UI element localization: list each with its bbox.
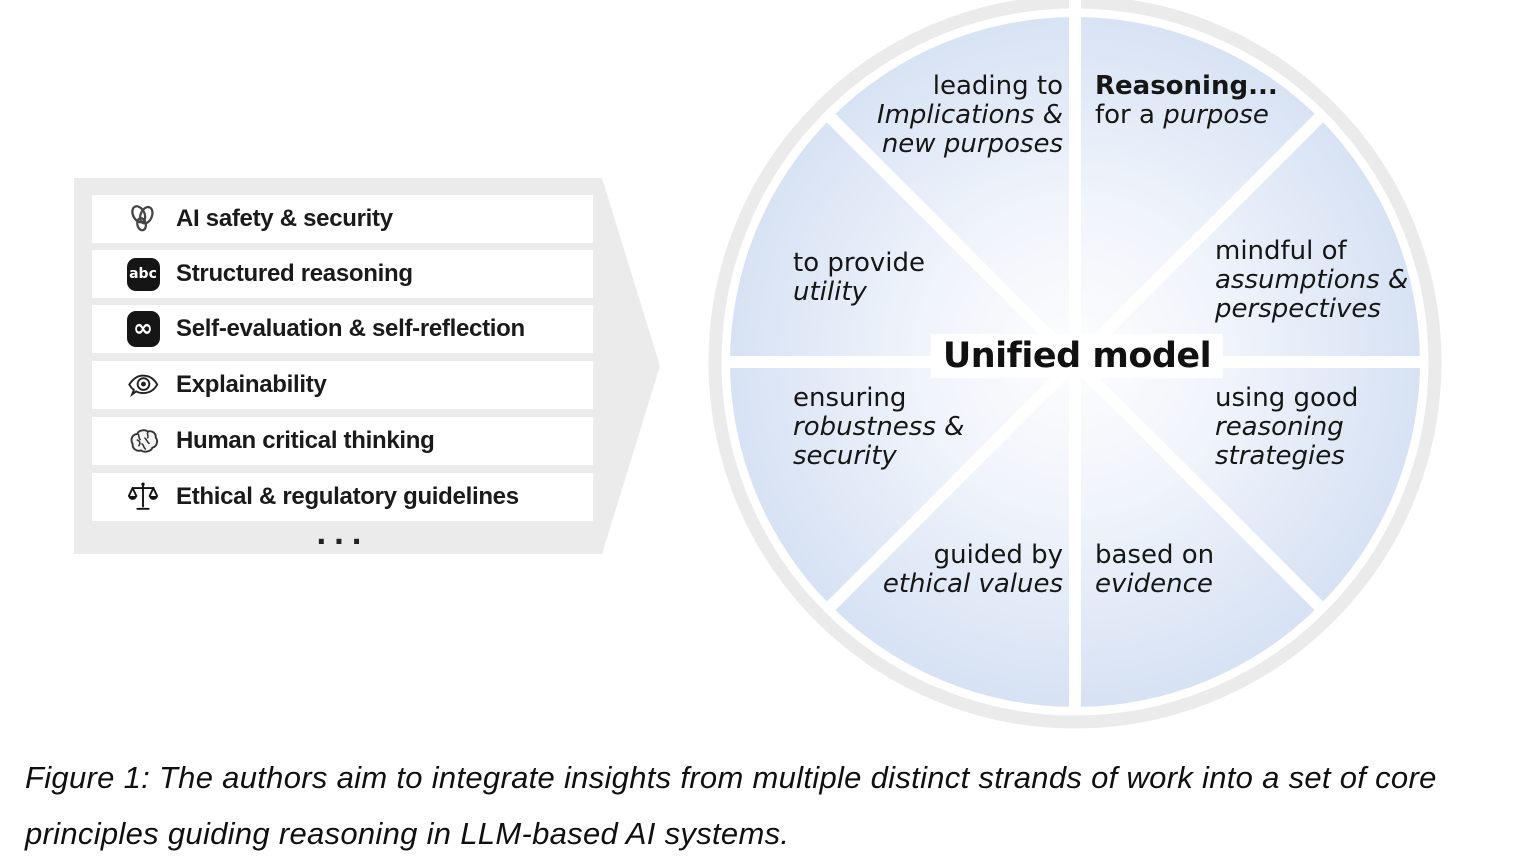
segment-line: new purposes bbox=[881, 129, 1063, 159]
segment-line: strategies bbox=[1215, 441, 1345, 471]
segment-using-good-strategies: using good reasoning strategies bbox=[1215, 384, 1358, 471]
list-item-ai-safety: AI safety & security bbox=[92, 195, 593, 243]
segment-line: ethical values bbox=[882, 569, 1063, 599]
list-item-label: Self-evaluation & self-reflection bbox=[176, 315, 525, 342]
scales-icon bbox=[126, 480, 160, 514]
segment-line: perspectives bbox=[1215, 294, 1381, 324]
segment-line: for a purpose bbox=[1095, 100, 1269, 130]
wheel-center-label: Unified model bbox=[930, 334, 1224, 378]
segment-line: Implications & bbox=[876, 100, 1063, 130]
list-item-label: Human critical thinking bbox=[176, 427, 435, 454]
segment-mindful-of: mindful of assumptions & perspectives bbox=[1215, 237, 1408, 324]
segment-leading-to: leading to Implications & new purposes bbox=[877, 72, 1063, 159]
segment-line: mindful of bbox=[1215, 236, 1347, 266]
segment-line: using good bbox=[1215, 383, 1359, 413]
list-item-label: Explainability bbox=[176, 371, 327, 398]
segment-line: robustness & bbox=[793, 412, 965, 442]
more-items-ellipsis: ... bbox=[316, 518, 369, 551]
segment-line: ensuring bbox=[793, 383, 907, 413]
chains-icon bbox=[126, 202, 160, 236]
segment-line: guided by bbox=[933, 540, 1063, 570]
list-item-ethical-guidelines: Ethical & regulatory guidelines bbox=[92, 473, 593, 521]
brain-icon bbox=[126, 424, 160, 458]
list-item-explainability: Explainability bbox=[92, 361, 593, 409]
segment-line: evidence bbox=[1095, 569, 1213, 599]
segment-line: leading to bbox=[932, 71, 1063, 101]
eye-icon bbox=[126, 368, 160, 402]
segment-line: based on bbox=[1095, 540, 1215, 570]
segment-line: security bbox=[793, 441, 897, 471]
infinity-badge-icon: ∞ bbox=[126, 311, 160, 347]
figure-caption-line-1: Figure 1: The authors aim to integrate i… bbox=[25, 760, 1437, 795]
segment-based-on-evidence: based on evidence bbox=[1095, 541, 1214, 599]
abc-badge-icon: abc bbox=[126, 257, 160, 291]
funnel-arrow-panel: AI safety & security abc Structured reas… bbox=[74, 178, 660, 554]
list-item-self-evaluation: ∞ Self-evaluation & self-reflection bbox=[92, 305, 593, 353]
segment-line: utility bbox=[793, 277, 867, 307]
segment-line: to provide bbox=[793, 248, 926, 278]
figure-caption-line-2: principles guiding reasoning in LLM-base… bbox=[25, 816, 790, 851]
segment-line: Reasoning... bbox=[1095, 71, 1278, 101]
segment-line: assumptions & bbox=[1215, 265, 1409, 295]
list-item-label: AI safety & security bbox=[176, 205, 393, 232]
segment-to-provide-utility: to provide utility bbox=[793, 249, 925, 307]
list-item-label: Structured reasoning bbox=[176, 260, 413, 287]
segment-reasoning-for-a-purpose: Reasoning... for a purpose bbox=[1095, 72, 1278, 130]
list-item-critical-thinking: Human critical thinking bbox=[92, 417, 593, 465]
segment-guided-by-ethics: guided by ethical values bbox=[883, 541, 1063, 599]
list-item-label: Ethical & regulatory guidelines bbox=[176, 483, 519, 510]
list-item-structured-reasoning: abc Structured reasoning bbox=[92, 250, 593, 298]
segment-line: reasoning bbox=[1215, 412, 1344, 442]
segment-ensuring-robustness: ensuring robustness & security bbox=[793, 384, 964, 471]
